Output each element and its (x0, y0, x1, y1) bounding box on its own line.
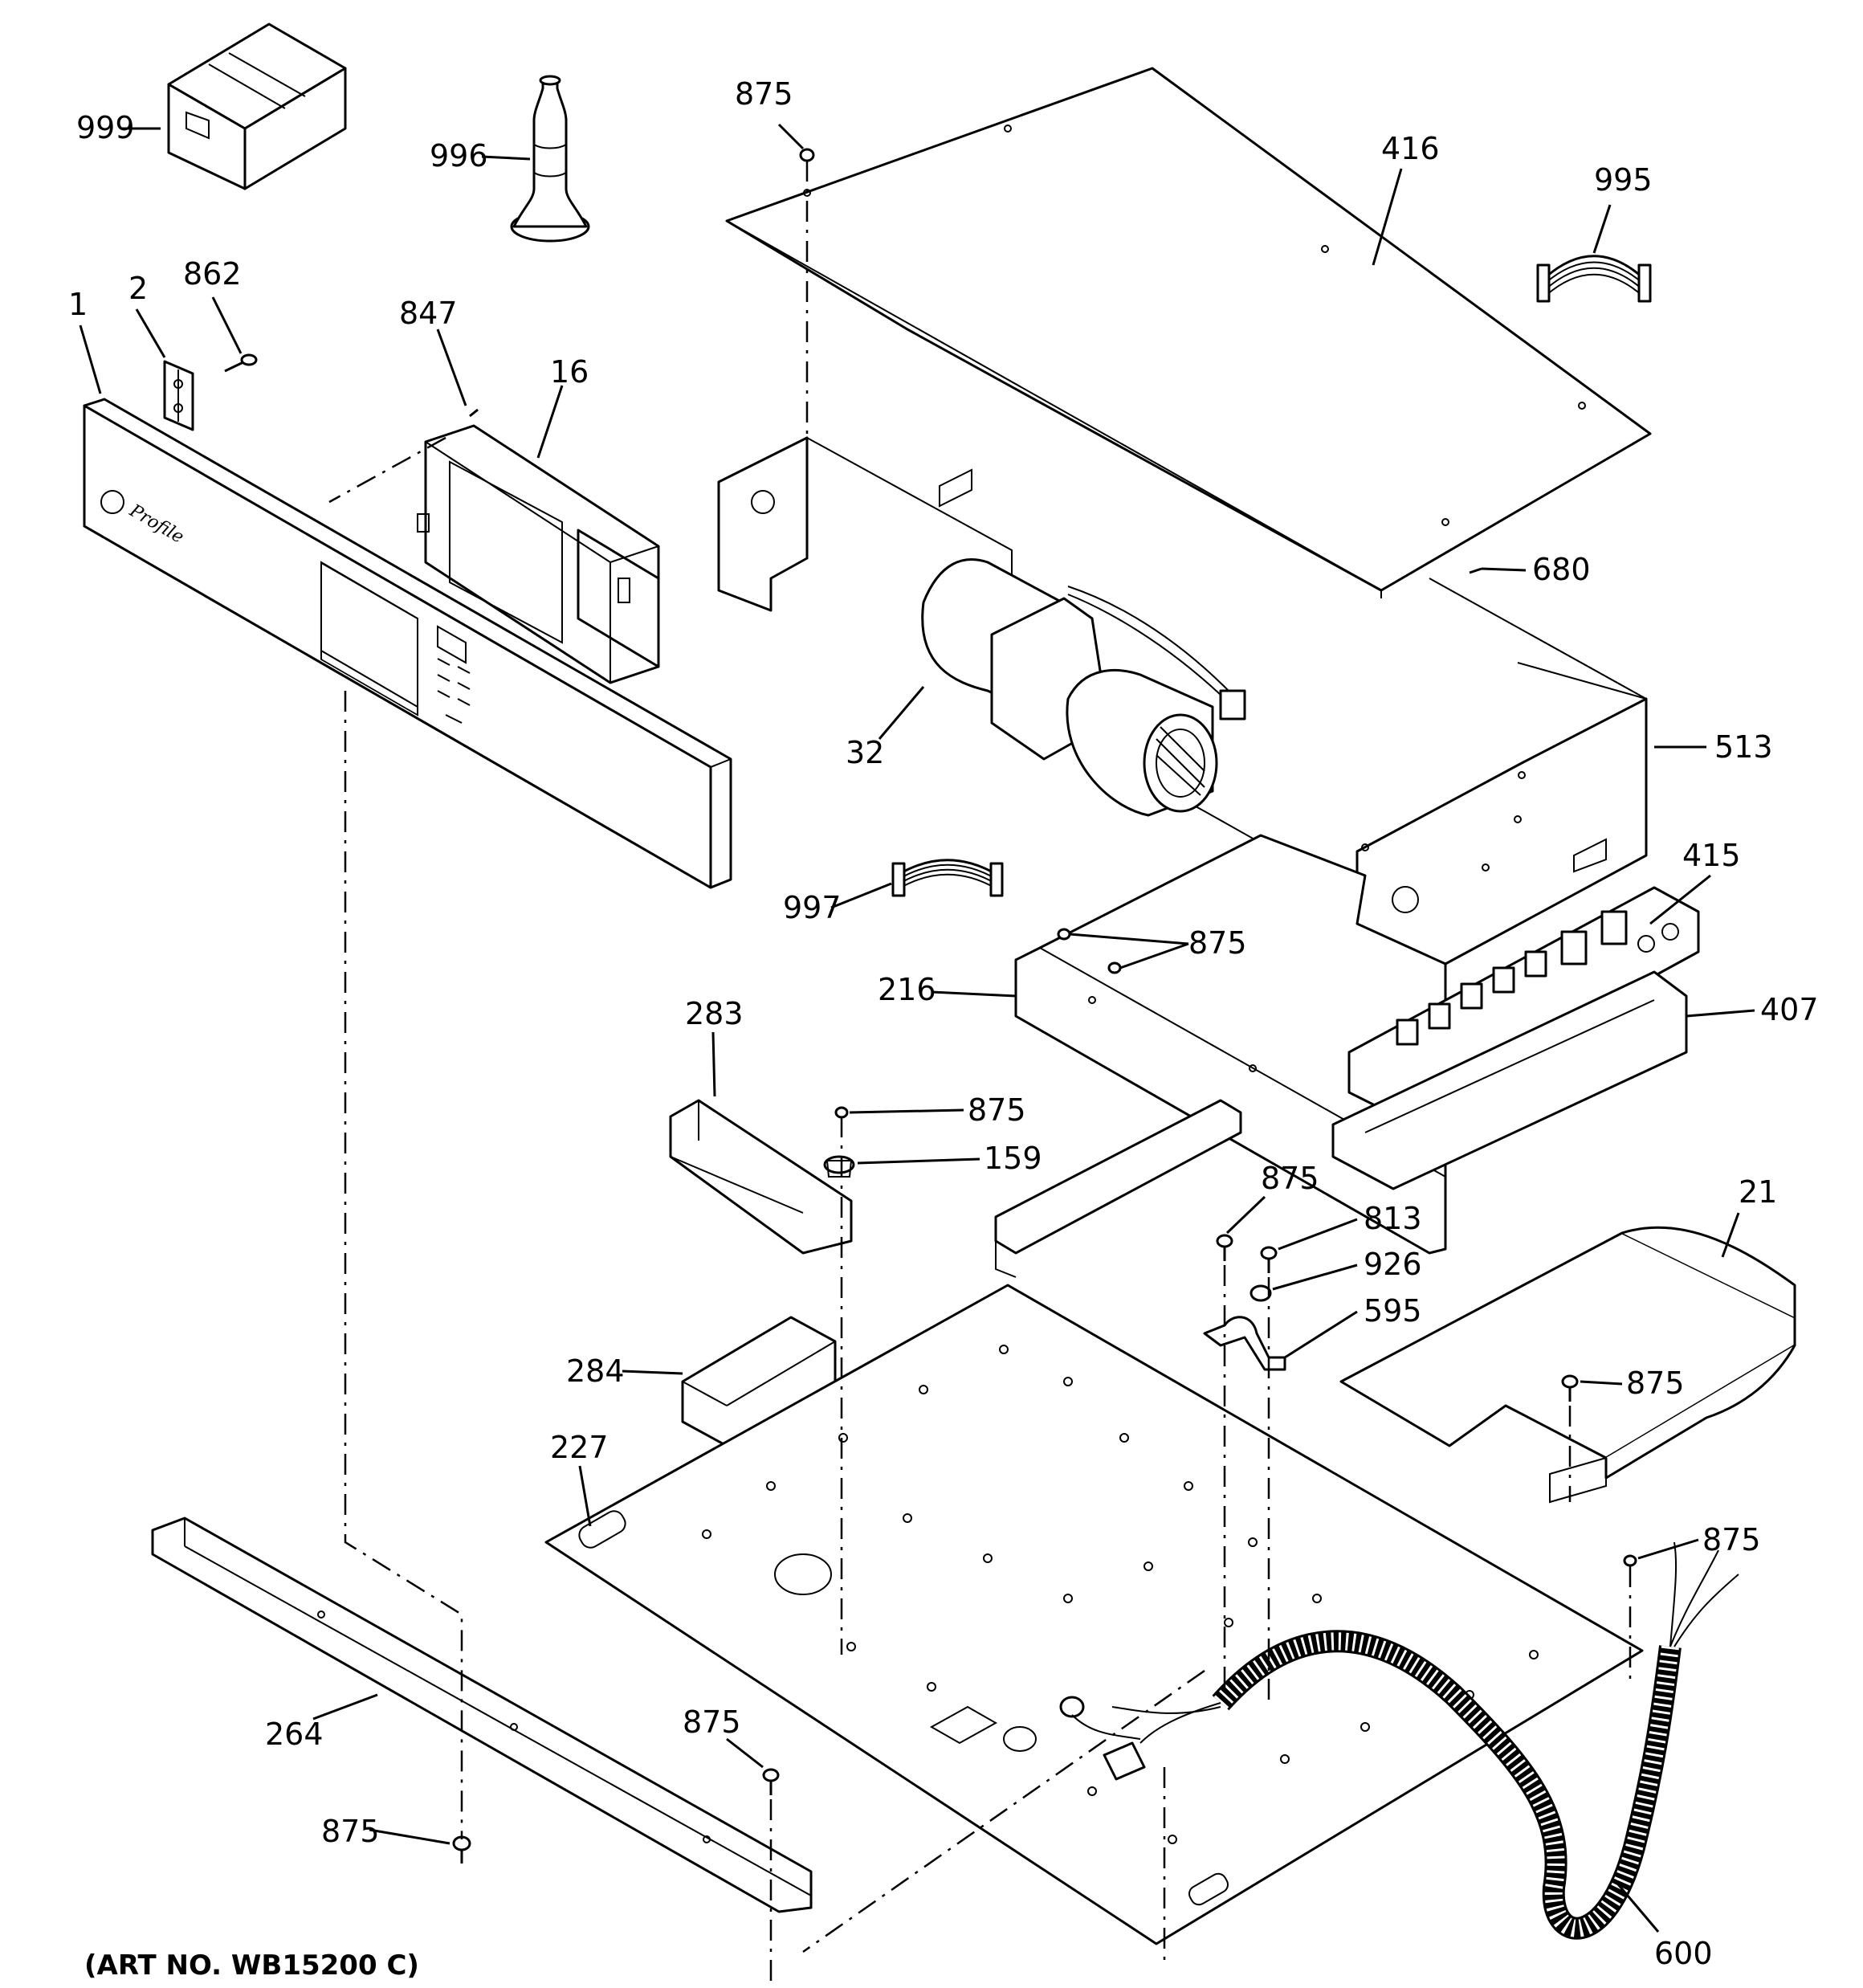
callout-997: 997 (783, 890, 842, 925)
callout-862: 862 (183, 256, 242, 292)
callout-813: 813 (1364, 1201, 1422, 1236)
part-415-relay-board (1347, 886, 1700, 1118)
callout-680: 680 (1532, 552, 1591, 587)
part-595-clamp (1203, 1316, 1286, 1371)
callout-labels: 999 996 875 416 995 1 2 862 847 16 680 3… (68, 76, 1819, 1971)
callout-875-159: 875 (968, 1092, 1026, 1128)
callout-407: 407 (1760, 992, 1819, 1027)
part-926-nut (1249, 1284, 1272, 1302)
part-1-control-panel: Profile (83, 398, 732, 889)
part-air-baffle (994, 1099, 1242, 1278)
part-2-bracket (163, 360, 194, 431)
screw-875-top (799, 148, 815, 162)
screw-875-bottom (452, 1835, 471, 1863)
callout-264: 264 (265, 1717, 324, 1752)
callout-875-21: 875 (1626, 1365, 1685, 1401)
callout-875-clamp: 875 (1261, 1161, 1319, 1196)
screw-875-159 (834, 1106, 849, 1119)
part-995-ribbon-cable (1536, 255, 1652, 303)
screw-875-21 (1561, 1374, 1579, 1402)
callout-1: 1 (68, 287, 88, 322)
part-600-wire-conduit (1059, 1541, 1739, 1940)
screw-875-right (1623, 1554, 1637, 1567)
callout-875-bottom: 875 (321, 1814, 380, 1849)
part-999-box (167, 22, 347, 190)
callout-216: 216 (878, 972, 936, 1007)
art-number: (ART NO. WB15200 C) (84, 1949, 419, 1982)
callout-595: 595 (1364, 1293, 1422, 1329)
part-416-top-cover (725, 67, 1652, 598)
part-996-bottle (510, 75, 590, 243)
callout-284: 284 (566, 1353, 625, 1389)
callout-283: 283 (685, 996, 744, 1031)
callout-513: 513 (1714, 729, 1773, 765)
part-159-thermal-switch (823, 1155, 855, 1178)
callout-159: 159 (984, 1141, 1042, 1176)
part-227-bottom-panel (544, 1284, 1644, 1945)
panel-keypad-labels (437, 658, 471, 724)
part-283-bracket (669, 1099, 853, 1255)
callout-875-rail: 875 (683, 1704, 741, 1740)
screw-680 (1469, 567, 1482, 574)
callout-16: 16 (550, 354, 589, 390)
assembly-lines (328, 161, 1632, 1984)
screw-875-rail (762, 1768, 780, 1795)
part-16-control-housing (417, 408, 660, 684)
callout-21: 21 (1739, 1174, 1777, 1210)
callout-600: 600 (1654, 1936, 1713, 1971)
callout-926: 926 (1364, 1247, 1422, 1282)
part-21-side-bracket (1339, 1226, 1796, 1504)
part-997-ribbon-cable (891, 859, 1004, 897)
callout-32: 32 (846, 735, 884, 770)
callout-875: 875 (735, 76, 793, 112)
callout-415: 415 (1682, 838, 1741, 873)
screw-875-216a (1057, 928, 1071, 941)
part-862-screw (224, 353, 258, 373)
callout-999: 999 (76, 110, 135, 145)
callout-2: 2 (128, 271, 148, 306)
leader-lines (79, 123, 1755, 1933)
callout-847: 847 (399, 296, 458, 331)
screw-875-clamp (1216, 1234, 1233, 1261)
callout-995: 995 (1594, 162, 1653, 198)
callout-996: 996 (430, 138, 488, 173)
callout-875-right: 875 (1702, 1522, 1761, 1557)
part-264-front-rail (151, 1517, 813, 1913)
part-32-blower-motor (921, 558, 1246, 817)
part-407-control-board (1331, 970, 1688, 1190)
screw-875-216b (1107, 961, 1122, 974)
callout-875-216: 875 (1188, 925, 1247, 961)
screw-813 (1260, 1246, 1278, 1273)
callout-416: 416 (1381, 131, 1440, 166)
callout-227: 227 (550, 1430, 609, 1465)
